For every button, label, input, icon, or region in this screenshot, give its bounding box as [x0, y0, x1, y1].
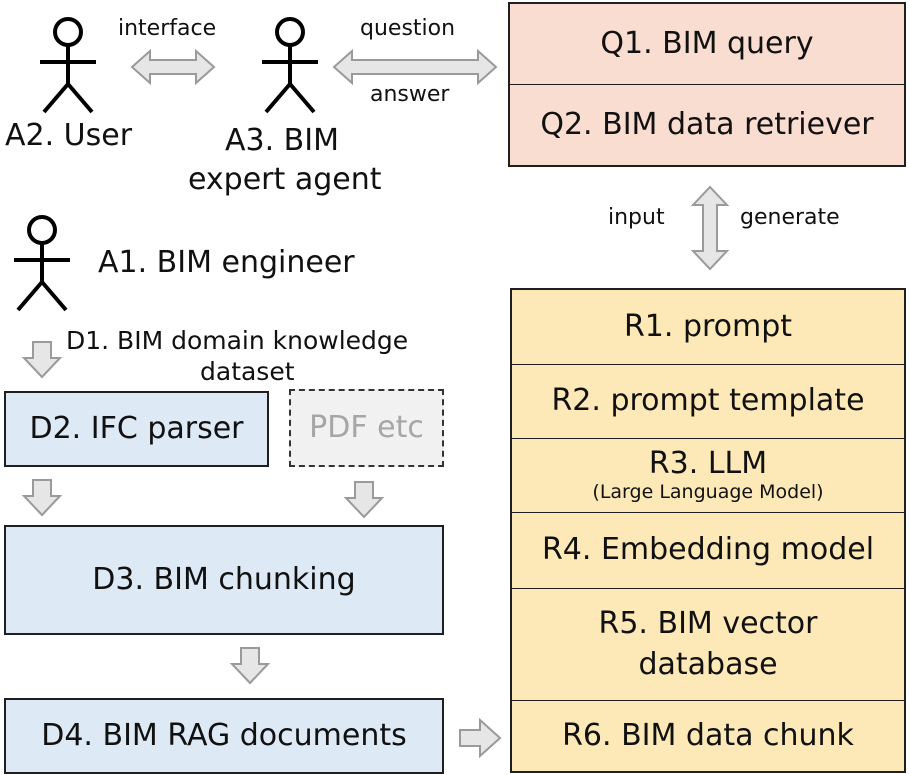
bim-chunking-box: D3. BIM chunking [4, 525, 444, 635]
user-stick-figure [40, 17, 96, 114]
llm-cell: R3. LLM (Large Language Model) [512, 438, 904, 512]
right-arrow-documents-to-chunk [459, 717, 502, 759]
edge-question-label: question [360, 16, 456, 41]
edge-input-label: input [608, 205, 665, 230]
question-answer-double-arrow [332, 48, 498, 86]
actor-a1-label: A1. BIM engineer [98, 245, 355, 280]
bim-expert-agent-stick-figure [262, 17, 318, 114]
ifc-parser-label: D2. IFC parser [29, 410, 244, 446]
edge-answer-label: answer [370, 82, 450, 107]
actor-a3-label-line1: A3. BIM [225, 123, 339, 158]
vector-database-label-line2: database [638, 646, 778, 682]
rag-stack: R1. prompt R2. prompt template R3. LLM (… [510, 288, 906, 773]
down-arrow-parser-to-chunking [21, 479, 63, 517]
embedding-model-cell: R4. Embedding model [512, 512, 904, 588]
bim-engineer-stick-figure [14, 215, 70, 312]
query-stack: Q1. BIM query Q2. BIM data retriever [508, 2, 906, 167]
llm-label: R3. LLM [648, 446, 768, 482]
bim-data-retriever-label: Q2. BIM data retriever [540, 106, 874, 142]
dataset-title-line2: dataset [200, 357, 295, 386]
prompt-template-label: R2. prompt template [551, 383, 865, 419]
input-generate-double-arrow [690, 185, 730, 271]
bim-data-retriever-cell: Q2. BIM data retriever [510, 84, 904, 165]
prompt-label: R1. prompt [623, 308, 793, 344]
pdf-etc-label: PDF etc [309, 409, 424, 445]
bim-query-cell: Q1. BIM query [510, 4, 904, 84]
edge-interface-label: interface [118, 16, 217, 41]
bim-query-label: Q1. BIM query [600, 25, 814, 61]
ifc-parser-box: D2. IFC parser [4, 391, 269, 467]
down-arrow-chunking-to-documents [229, 647, 271, 685]
interface-double-arrow [130, 48, 216, 86]
down-arrow-pdf-to-chunking [343, 481, 385, 519]
llm-sublabel: (Large Language Model) [592, 480, 824, 503]
bim-data-chunk-cell: R6. BIM data chunk [512, 700, 904, 771]
bim-chunking-label: D3. BIM chunking [92, 561, 356, 597]
pdf-etc-box: PDF etc [289, 389, 444, 467]
actor-a2-label: A2. User [5, 118, 133, 153]
bim-rag-documents-box: D4. BIM RAG documents [4, 698, 444, 774]
bim-rag-documents-label: D4. BIM RAG documents [41, 717, 407, 753]
bim-data-chunk-label: R6. BIM data chunk [562, 717, 854, 753]
actor-a3-label-line2: expert agent [188, 162, 382, 197]
prompt-cell: R1. prompt [512, 290, 904, 364]
prompt-template-cell: R2. prompt template [512, 364, 904, 438]
embedding-model-label: R4. Embedding model [541, 532, 875, 568]
dataset-title-line1: D1. BIM domain knowledge [66, 326, 409, 355]
down-arrow-engineer-to-parser [21, 341, 63, 379]
vector-database-label-line1: R5. BIM vector [598, 606, 818, 641]
edge-generate-label: generate [740, 205, 840, 230]
vector-database-cell: R5. BIM vector database [512, 588, 904, 700]
